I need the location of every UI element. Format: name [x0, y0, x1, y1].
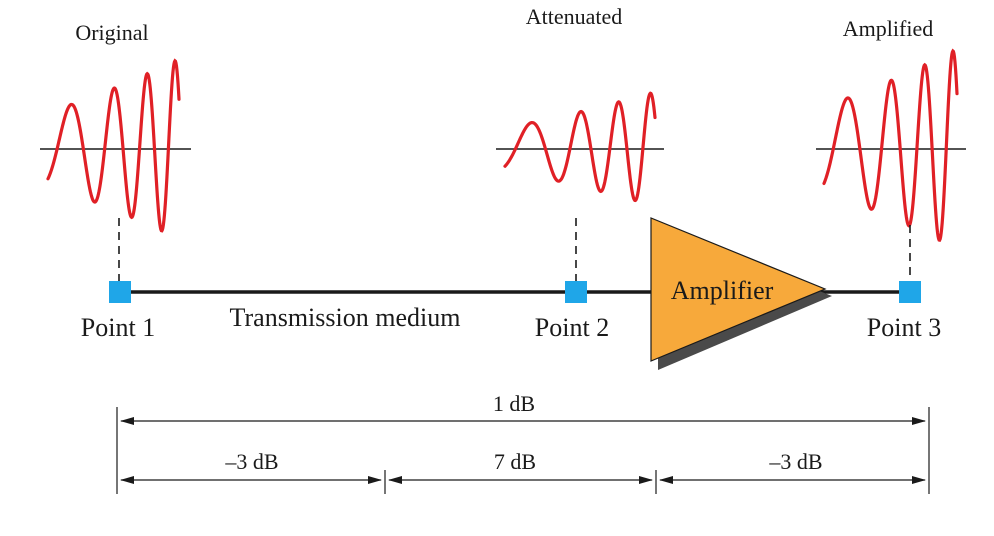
point-1-label: Point 1 — [81, 313, 155, 342]
segment-2-label: 7 dB — [494, 449, 536, 474]
amplifier-label: Amplifier — [671, 276, 774, 305]
point-3-label: Point 3 — [867, 313, 941, 342]
point-1-marker — [109, 281, 131, 303]
amplified-waveform — [822, 48, 959, 242]
transmission-medium-label: Transmission medium — [230, 303, 461, 332]
segment-1-label: –3 dB — [224, 449, 278, 474]
point-2-label: Point 2 — [535, 313, 609, 342]
amplifier-triangle — [650, 217, 827, 362]
point-3-marker — [899, 281, 921, 303]
original-waveform — [46, 58, 181, 233]
amplified-signal-label: Amplified — [843, 16, 933, 41]
attenuated-waveform — [503, 91, 657, 203]
total-gain-label: 1 dB — [493, 391, 535, 416]
point-2-marker — [565, 281, 587, 303]
attenuated-signal-label: Attenuated — [526, 4, 623, 29]
original-signal-label: Original — [75, 20, 148, 45]
segment-3-label: –3 dB — [768, 449, 822, 474]
